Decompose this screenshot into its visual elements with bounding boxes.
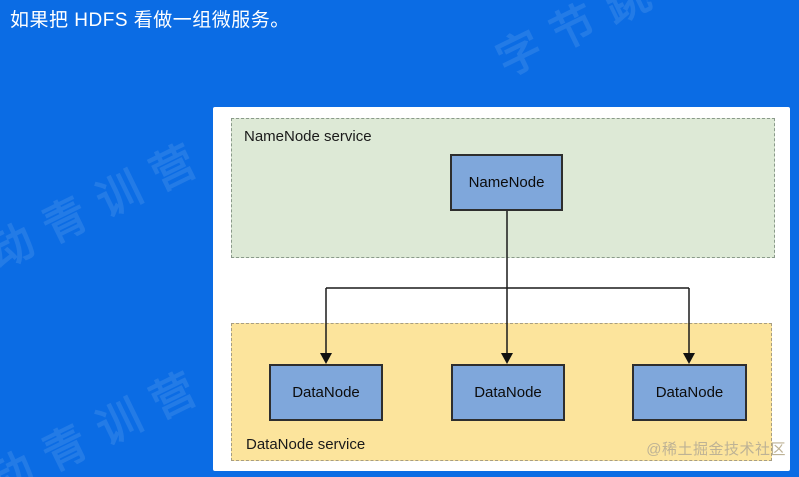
- datanode-node-1: DataNode: [269, 364, 383, 421]
- namenode-node-label: NameNode: [468, 174, 545, 191]
- datanode-node-label: DataNode: [292, 384, 360, 401]
- datanode-node-3: DataNode: [632, 364, 747, 421]
- datanode-node-label: DataNode: [474, 384, 542, 401]
- datanode-node-label: DataNode: [655, 384, 724, 401]
- page-title: 如果把 HDFS 看做一组微服务。: [10, 10, 290, 31]
- namenode-service-zone: NameNode service: [231, 118, 775, 258]
- namenode-service-label: NameNode service: [244, 128, 372, 145]
- datanode-service-label: DataNode service: [246, 436, 366, 453]
- community-credit-watermark: @稀土掘金技术社区: [646, 441, 786, 458]
- datanode-node-2: DataNode: [451, 364, 565, 421]
- hdfs-architecture-diagram: NameNode service DataNode service NameNo…: [213, 107, 790, 471]
- background-watermark: 字节跳动青训营: [484, 0, 799, 89]
- namenode-node: NameNode: [450, 154, 563, 211]
- background-watermark: 字节跳动青训营: [0, 129, 219, 359]
- background-watermark: 字节跳动青训营: [0, 357, 219, 477]
